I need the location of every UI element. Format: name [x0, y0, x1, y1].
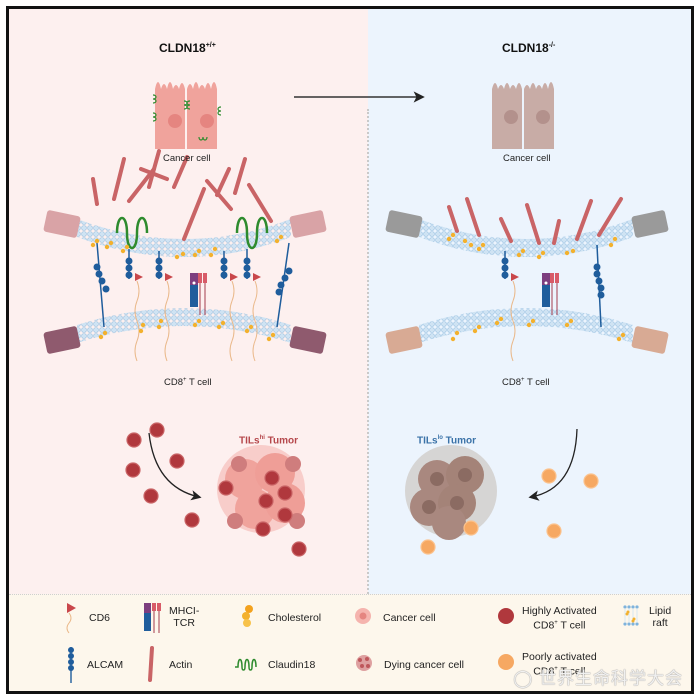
cholesterol-clusters — [446, 232, 626, 342]
cancer-membrane — [419, 219, 633, 257]
legend-label-line: raft — [652, 617, 668, 629]
legend-label-line: CD8+ T cell — [522, 617, 597, 632]
legend-label-actin: Actin — [169, 659, 193, 671]
watermark-text: 世界生命科学大会 — [539, 669, 683, 688]
legend-label-alcam: ALCAM — [87, 659, 124, 671]
legend-label-superscript: + — [554, 620, 558, 626]
legend-label-poorly-activated-t-cell: Poorly activated CD8+ T cell — [522, 651, 597, 678]
title-text: CLDN18 — [159, 41, 206, 55]
dying-cancer-cell-icon — [356, 655, 372, 671]
caption-superscript: + — [183, 377, 187, 383]
tcell-membrane — [419, 308, 633, 343]
label-text: Tumor — [442, 435, 477, 447]
caption-text: T cell — [186, 377, 212, 389]
mhci-tcr-icon — [144, 603, 161, 633]
tils-hi-scene — [125, 422, 307, 557]
cancer-cell-pair-wildtype — [152, 82, 222, 149]
legend-label-cancer-cell: Cancer cell — [383, 612, 436, 624]
highly-activated-t-cells — [125, 422, 307, 557]
mhci-tcr-complex — [190, 273, 207, 315]
title-superscript: +/+ — [205, 42, 216, 49]
label-tils-lo-tumor: TILslo Tumor — [417, 435, 476, 446]
legend-label-text: CD8 — [533, 619, 555, 632]
label-superscript: hi — [259, 435, 265, 441]
mhci-tcr-complex — [542, 273, 559, 315]
synapse-wildtype — [43, 149, 327, 362]
legend-label-text: T cell — [557, 665, 586, 678]
panel-divider — [367, 109, 369, 594]
label-text: TILs — [239, 435, 260, 447]
legend-label-line: TCR — [173, 617, 195, 629]
actin-filaments — [447, 197, 623, 245]
tumor-cluster-knockout — [405, 445, 497, 540]
poorly-activated-t-cells — [420, 468, 599, 555]
legend-label-superscript: + — [554, 666, 558, 672]
legend-label-line: Lipid — [649, 605, 672, 617]
caption-cd8-tcell-wildtype: CD8+ T cell — [164, 377, 212, 388]
legend-label-claudin18: Claudin18 — [268, 659, 316, 671]
caption-cd8-tcell-knockout: CD8+ T cell — [502, 377, 550, 388]
alcam-molecules — [93, 242, 293, 328]
lipid-raft-icon — [623, 605, 639, 626]
actin-icon — [148, 646, 154, 682]
label-tils-hi-tumor: TILshi Tumor — [239, 435, 298, 446]
legend: CD6 MHCI- TCR Cholesterol Cancer cell — [9, 594, 691, 691]
migration-arrow — [528, 428, 578, 501]
cd6-molecules — [510, 273, 519, 362]
legend-label-text: CD8 — [533, 665, 555, 678]
label-superscript: lo — [437, 435, 443, 441]
claudin18-icon — [235, 658, 257, 671]
tils-lo-scene — [405, 428, 599, 555]
label-text: Tumor — [264, 435, 299, 447]
caption-cancer-cell-wildtype: Cancer cell — [163, 153, 211, 164]
cancer-cell-pair-knockout — [492, 82, 554, 149]
diagram-art — [43, 82, 669, 557]
label-text: TILs — [417, 435, 438, 447]
poorly-activated-t-cell-icon — [498, 654, 514, 670]
actin-filaments — [91, 149, 273, 241]
title-cldn18-knockout: CLDN18-/- — [502, 41, 555, 55]
legend-label-line: Poorly activated — [522, 651, 597, 663]
legend-label-cholesterol: Cholesterol — [268, 612, 322, 624]
legend-label-text: T cell — [557, 619, 586, 632]
title-text: CLDN18 — [502, 41, 549, 55]
legend-label-line: MHCI- — [169, 605, 200, 617]
legend-label-mhci-tcr: MHCI- TCR — [169, 605, 199, 629]
caption-superscript: + — [521, 377, 525, 383]
legend-label-dying-cancer-cell: Dying cancer cell — [384, 659, 464, 671]
alcam-molecules — [501, 244, 605, 328]
caption-text: CD8 — [502, 377, 522, 389]
claudin18-strand — [115, 216, 149, 250]
synapse-knockout — [385, 197, 669, 362]
legend-label-highly-activated-t-cell: Highly Activated CD8+ T cell — [522, 605, 597, 632]
alcam-icon — [68, 647, 74, 683]
legend-label-cd6: CD6 — [89, 612, 111, 624]
watermark: ◯ 世界生命科学大会 — [513, 664, 683, 689]
title-cldn18-wildtype: CLDN18+/+ — [159, 41, 216, 55]
legend-label-line: CD8+ T cell — [522, 663, 597, 678]
cancer-cell-icon — [355, 608, 371, 624]
figure-frame: CLDN18+/+ CLDN18-/- Cancer cell Cancer c… — [6, 6, 694, 694]
migration-arrow — [148, 432, 202, 501]
cholesterol-clusters — [90, 234, 284, 342]
legend-label-lipid-raft: Lipid raft — [649, 605, 671, 629]
tcell-membrane — [77, 308, 291, 343]
weibo-icon: ◯ — [513, 669, 534, 688]
claudin18-icon — [152, 94, 222, 141]
legend-label-line: Highly Activated — [522, 605, 597, 617]
cd6-icon — [66, 603, 76, 634]
caption-text: CD8 — [164, 377, 184, 389]
cholesterol-icon — [242, 605, 253, 627]
claudin18-strand — [235, 216, 269, 250]
cd6-molecules — [134, 273, 261, 362]
caption-cancer-cell-knockout: Cancer cell — [503, 153, 551, 164]
highly-activated-t-cell-icon — [498, 608, 514, 624]
title-superscript: -/- — [548, 42, 556, 49]
caption-text: T cell — [524, 377, 550, 389]
